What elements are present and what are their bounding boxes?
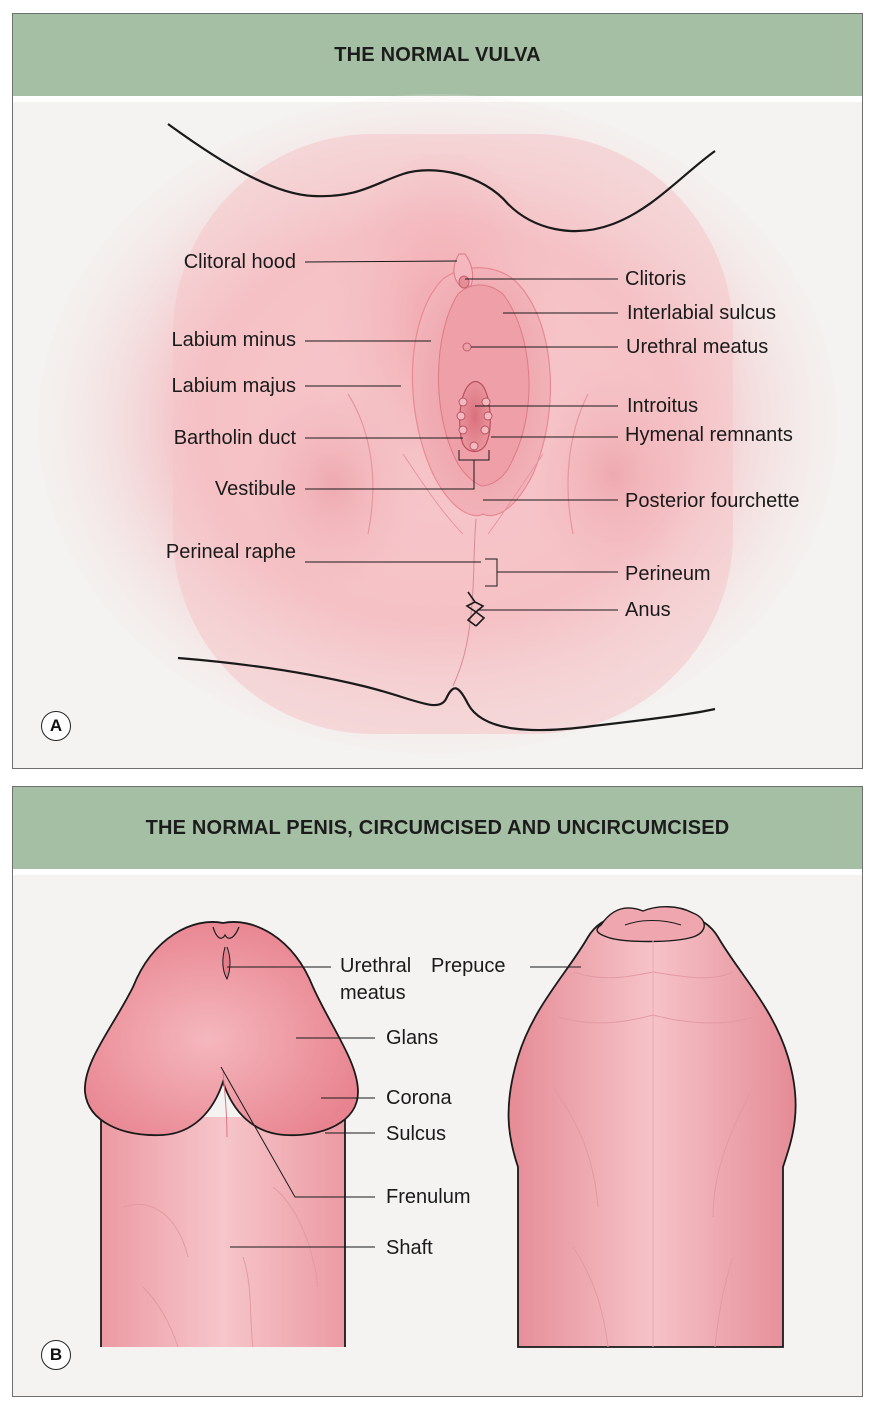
label-introitus: Introitus [627,395,699,417]
panel-a-badge: A [41,711,71,741]
label-sulcus: Sulcus [386,1123,447,1145]
label-frenulum: Frenulum [386,1186,471,1208]
label-hymenal-remnants: Hymenal remnants [625,424,793,446]
vulva-illustration [38,94,838,754]
label-posterior-fourchette: Posterior fourchette [625,490,800,512]
label-perineal-raphe: Perineal raphe [165,541,296,563]
label-labium-majus: Labium majus [171,375,296,397]
label-interlabial-sulcus: Interlabial sulcus [627,302,776,324]
panel-b-badge: B [41,1340,71,1370]
vulva-panel: THE NORMAL VULVA [12,13,863,769]
label-anus: Anus [625,599,671,621]
label-clitoral-hood: Clitoral hood [183,251,296,273]
label-bartholin-duct: Bartholin duct [173,427,296,449]
label-perineum: Perineum [625,563,711,585]
panel-b-title: THE NORMAL PENIS, CIRCUMCISED AND UNCIRC… [13,787,862,875]
label-glans: Glans [386,1027,439,1049]
label-shaft: Shaft [386,1237,433,1259]
label-meatus: meatus [340,982,406,1004]
label-corona: Corona [386,1087,452,1109]
label-urethral-meatus: Urethral meatus [626,336,769,358]
label-clitoris: Clitoris [625,268,687,290]
label-prepuce: Prepuce [431,955,506,977]
label-urethral: Urethral [340,955,412,977]
penis-panel: THE NORMAL PENIS, CIRCUMCISED AND UNCIRC… [12,786,863,1397]
label-labium-minus: Labium minus [171,329,296,351]
label-vestibule: Vestibule [214,478,296,500]
penis-illustration [84,906,797,1348]
